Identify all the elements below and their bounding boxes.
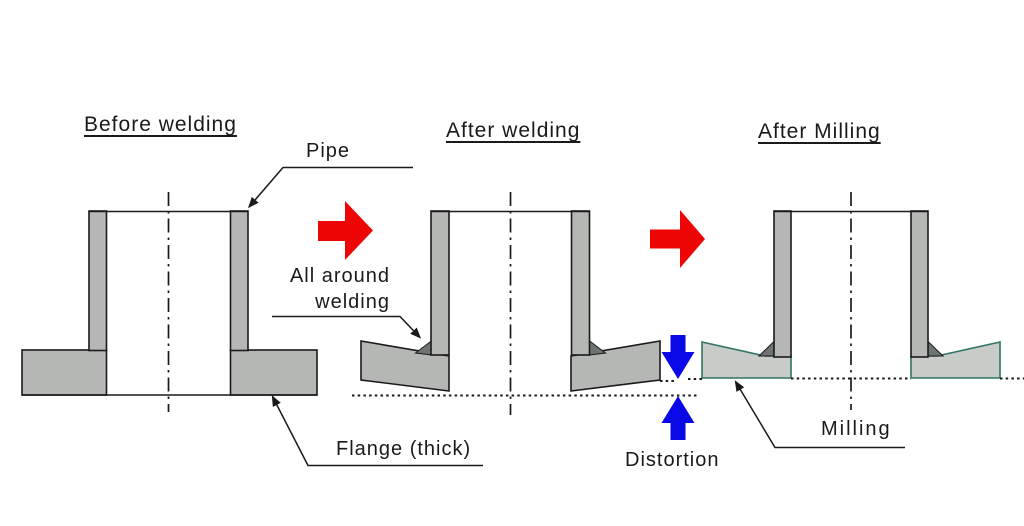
distortion-arrow-down-icon bbox=[661, 335, 695, 379]
milling-label: Milling bbox=[821, 418, 892, 440]
milling-leader-line bbox=[734, 380, 905, 449]
pipe-wall-left bbox=[88, 210, 108, 352]
all-around-welding-line1: All around bbox=[289, 265, 390, 287]
flange-label: Flange (thick) bbox=[336, 438, 472, 460]
panel-after-milling bbox=[688, 192, 1024, 410]
pipe-label: Pipe bbox=[306, 140, 351, 162]
pipe-wall-right bbox=[229, 210, 249, 352]
distortion-arrow-up-icon bbox=[661, 396, 695, 440]
flange-left-section bbox=[21, 349, 108, 396]
pipe-wall-right bbox=[570, 210, 591, 356]
distortion-label: Distortion bbox=[625, 449, 720, 471]
process-right-arrow-icon bbox=[650, 210, 705, 268]
flange-left-milled bbox=[701, 341, 792, 379]
process-right-arrow-icon bbox=[318, 201, 373, 260]
panel-title-after-milling: After Milling bbox=[758, 120, 881, 143]
pipe-wall-left bbox=[430, 210, 450, 356]
flange-leader-line bbox=[271, 395, 483, 467]
panel-after-welding bbox=[352, 192, 697, 415]
weld-bead-right bbox=[588, 339, 607, 356]
panel-before-welding bbox=[21, 192, 318, 412]
welding-leader-line bbox=[272, 315, 422, 339]
flange-right-section bbox=[229, 349, 318, 396]
weld-bead-left bbox=[414, 339, 433, 356]
pipe-leader-line bbox=[248, 166, 413, 209]
weld-bead-left bbox=[757, 339, 775, 357]
pipe-wall-right bbox=[910, 210, 929, 358]
weld-bead-right bbox=[927, 339, 945, 357]
flange-right-milled bbox=[910, 341, 1001, 379]
panel-title-before-welding: Before welding bbox=[84, 113, 237, 136]
panel-title-after-welding: After welding bbox=[446, 119, 581, 142]
all-around-welding-line2: welding bbox=[315, 291, 390, 313]
all-around-welding-label: All around welding bbox=[258, 263, 390, 315]
pipe-wall-left bbox=[773, 210, 792, 358]
